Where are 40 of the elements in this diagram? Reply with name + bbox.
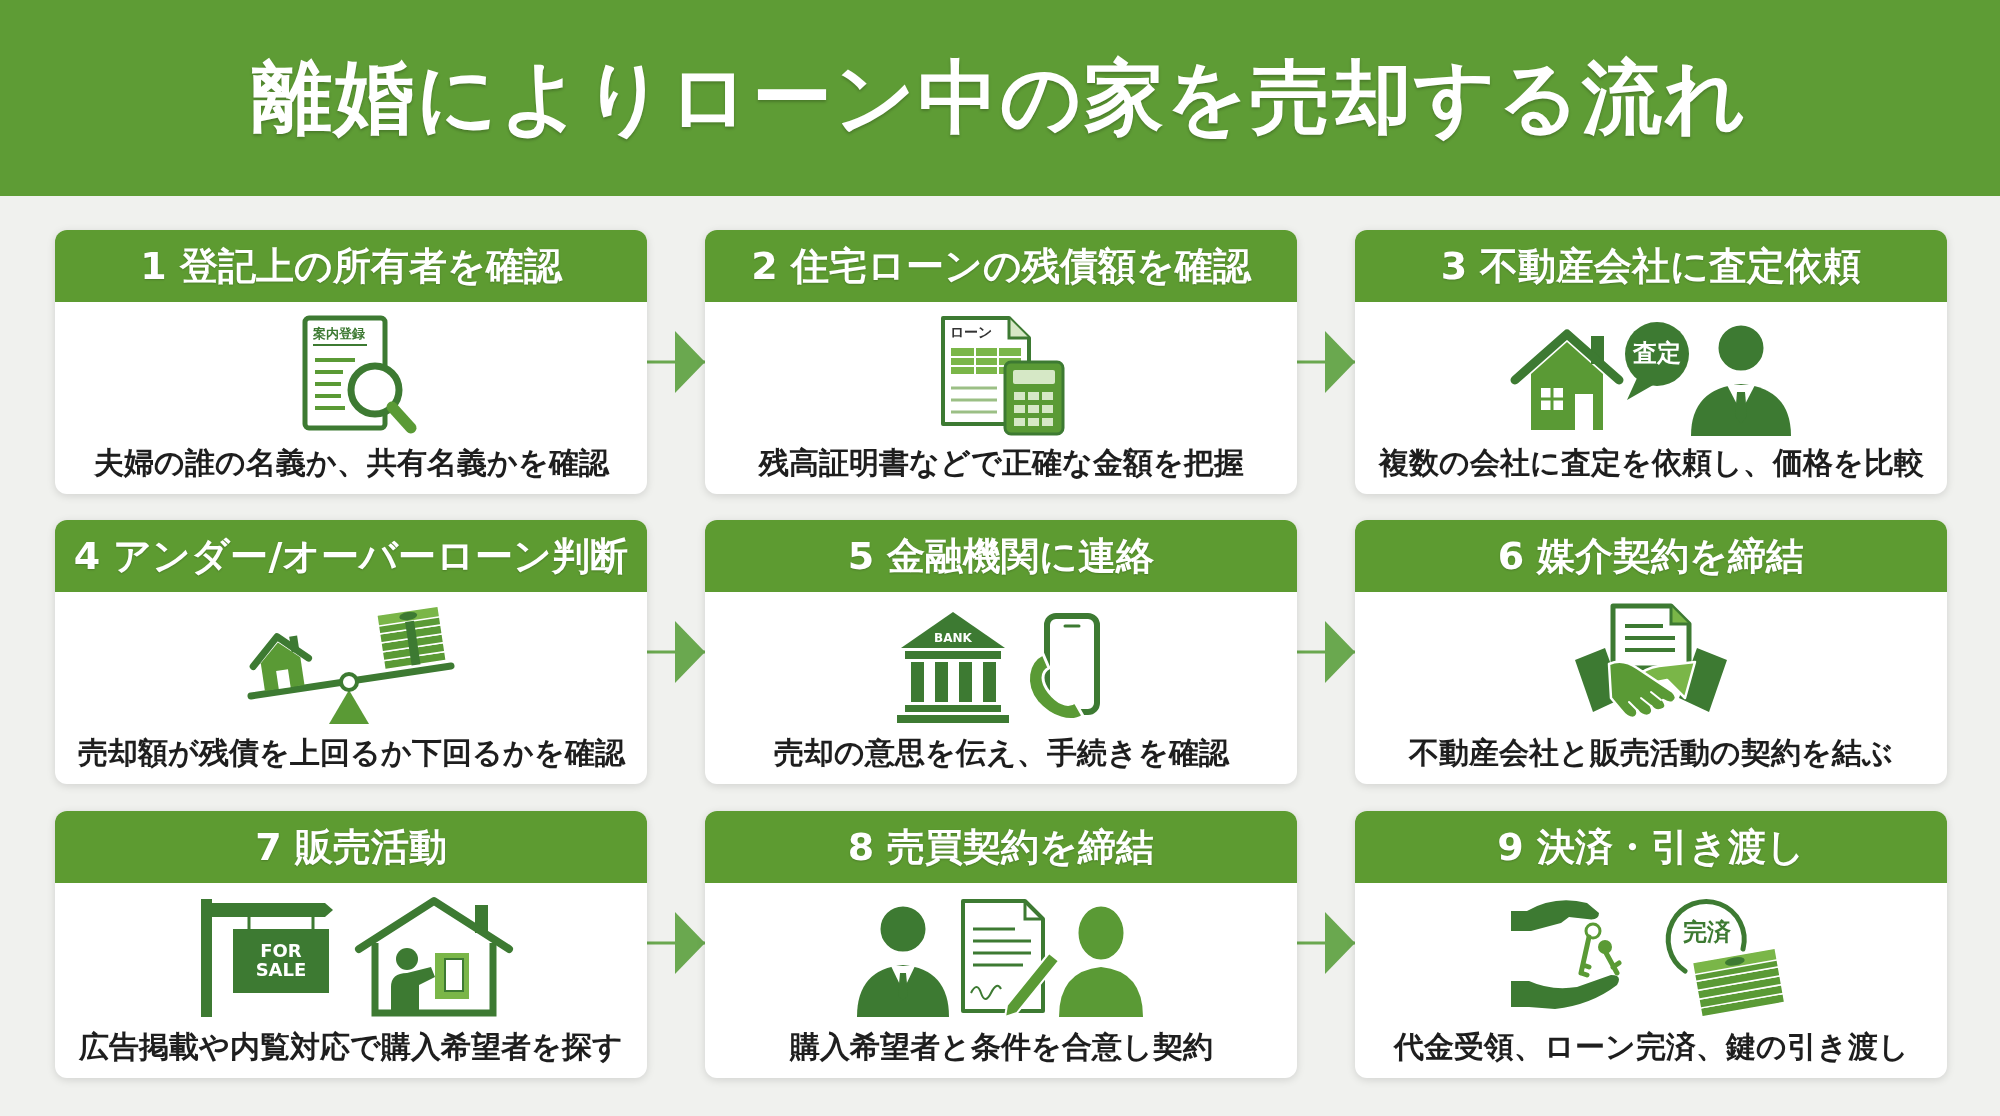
step-heading: 3 不動産会社に査定依頼	[1355, 230, 1947, 302]
step-card	[705, 520, 1297, 784]
step-heading: 7 販売活動	[55, 811, 647, 883]
step-description: 売却の意思を伝え、手続きを確認	[773, 734, 1229, 772]
step-description: 代金受領、ローン完済、鍵の引き渡し	[1393, 1028, 1909, 1066]
step-heading: 1 登記上の所有者を確認	[55, 230, 647, 302]
step-card	[1355, 520, 1947, 784]
document-heading: ローン	[950, 324, 992, 340]
step-heading: 4 アンダー/オーバーローン判断	[55, 520, 647, 592]
step-description: 購入希望者と条件を合意し契約	[789, 1028, 1213, 1066]
document-heading: 案内登録	[313, 327, 365, 341]
arrow	[1297, 331, 1355, 393]
bank-sign-text: BANK	[934, 631, 972, 645]
step-heading: 5 金融機関に連絡	[705, 520, 1297, 592]
step-card	[705, 811, 1297, 1078]
step-heading: 9 決済・引き渡し	[1355, 811, 1947, 883]
step-description: 複数の会社に査定を依頼し、価格を比較	[1378, 444, 1924, 482]
step-card	[1355, 230, 1947, 494]
step-description: 残高証明書などで正確な金額を把握	[758, 444, 1244, 482]
step-card	[55, 230, 647, 494]
step-heading: 2 住宅ローンの残債額を確認	[705, 230, 1297, 302]
step-card	[705, 230, 1297, 494]
arrow	[647, 621, 705, 683]
step-card	[55, 520, 647, 784]
arrow	[647, 331, 705, 393]
step-heading: 6 媒介契約を締結	[1355, 520, 1947, 592]
speech-bubble-text: 査定	[1633, 341, 1681, 367]
arrow	[1297, 621, 1355, 683]
step-card	[55, 811, 647, 1078]
step-description: 売却額が残債を上回るか下回るかを確認	[77, 734, 625, 772]
step-description: 夫婦の誰の名義か、共有名義かを確認	[93, 444, 609, 482]
step-card	[1355, 811, 1947, 1078]
step-description: 不動産会社と販売活動の契約を結ぶ	[1409, 734, 1893, 772]
arrow	[1297, 912, 1355, 974]
step-heading: 8 売買契約を締結	[705, 811, 1297, 883]
stamp-text: 完済	[1683, 920, 1731, 946]
step-description: 広告掲載や内覧対応で購入希望者を探す	[79, 1028, 623, 1066]
arrow	[647, 912, 705, 974]
sign-text: FOR SALE	[254, 942, 308, 980]
title-banner: 離婚によりローン中の家を売却する流れ	[0, 0, 2000, 196]
